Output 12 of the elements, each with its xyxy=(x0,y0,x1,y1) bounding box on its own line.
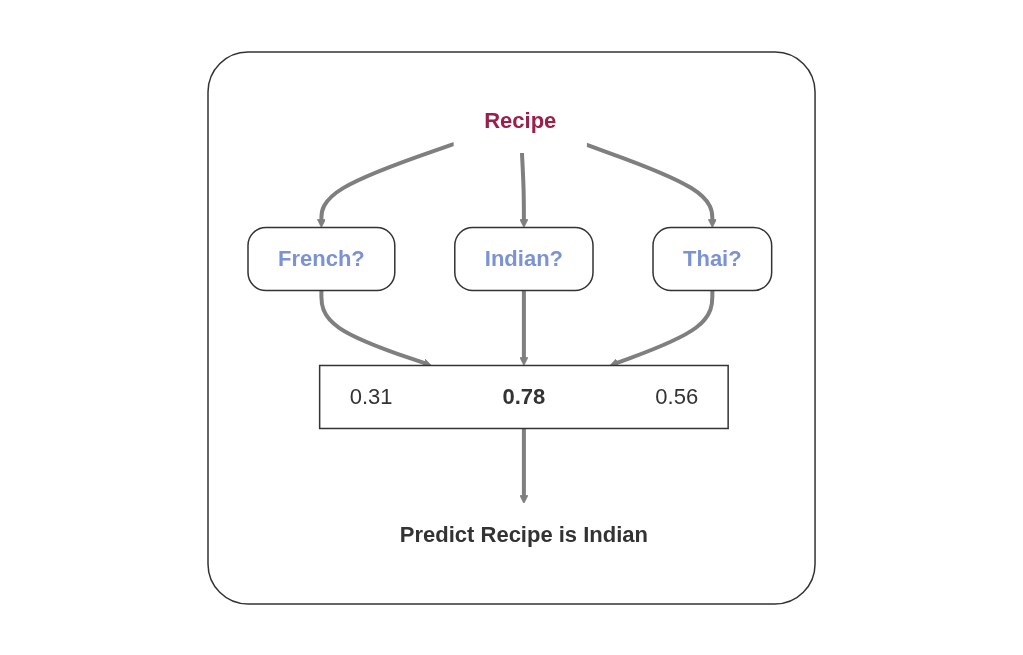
node-box: Thai? xyxy=(652,226,773,291)
node-box: 0.31 0.78 0.56 xyxy=(318,364,729,429)
arrow xyxy=(519,290,529,366)
node-box: French? xyxy=(247,226,396,291)
arrow xyxy=(585,142,717,228)
node-box: Indian? xyxy=(454,226,594,291)
arrow xyxy=(519,428,529,504)
cluster xyxy=(207,50,816,605)
arrow xyxy=(316,141,455,228)
node-text: Recipe xyxy=(484,108,557,133)
arrow xyxy=(519,151,529,228)
node-text: Predict Recipe is Indian xyxy=(399,521,648,547)
